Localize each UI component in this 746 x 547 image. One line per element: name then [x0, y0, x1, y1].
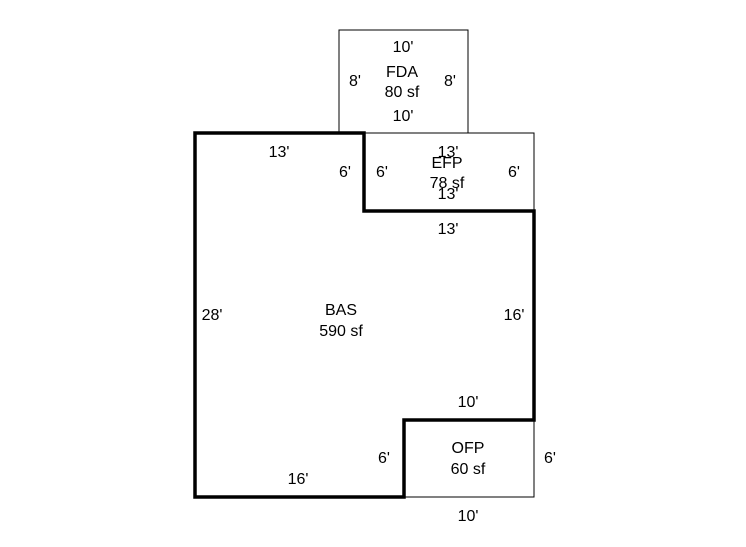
- efp-left-dimension: 6': [376, 164, 388, 181]
- bas-left-dimension: 28': [202, 307, 223, 324]
- fda-right-dimension: 8': [444, 73, 456, 90]
- efp-right-dimension: 6': [508, 164, 520, 181]
- bas-step-side-dimension: 6': [378, 450, 390, 467]
- efp-code-label: EFP: [431, 155, 462, 172]
- bas-notch-side-dimension: 6': [339, 164, 351, 181]
- efp-area-label: 78 sf: [430, 175, 465, 192]
- fda-area-label: 80 sf: [385, 84, 420, 101]
- efp-bottom-dimension: 13': [438, 186, 459, 203]
- ofp-code-label: OFP: [452, 440, 485, 457]
- ofp-area-label: 60 sf: [451, 461, 486, 478]
- ofp-outline: [403, 419, 535, 498]
- bas-bottom-dimension: 16': [288, 471, 309, 488]
- ofp-right-dimension: 6': [544, 450, 556, 467]
- bas-area-label: 590 sf: [319, 323, 363, 340]
- bas-outline: [193, 131, 536, 499]
- fda-top-dimension: 10': [393, 39, 414, 56]
- bas-top-dimension: 13': [269, 144, 290, 161]
- fda-code-label: FDA: [386, 64, 418, 81]
- bas-notch-bottom-dimension: 13': [438, 221, 459, 238]
- bas-right-dimension: 16': [504, 307, 525, 324]
- bas-step-dimension: 10': [458, 394, 479, 411]
- efp-top-dimension: 13': [438, 144, 459, 161]
- fda-left-dimension: 8': [349, 73, 361, 90]
- bas-code-label: BAS: [325, 302, 357, 319]
- fda-bottom-dimension: 10': [393, 108, 414, 125]
- ofp-bottom-dimension: 10': [458, 508, 479, 525]
